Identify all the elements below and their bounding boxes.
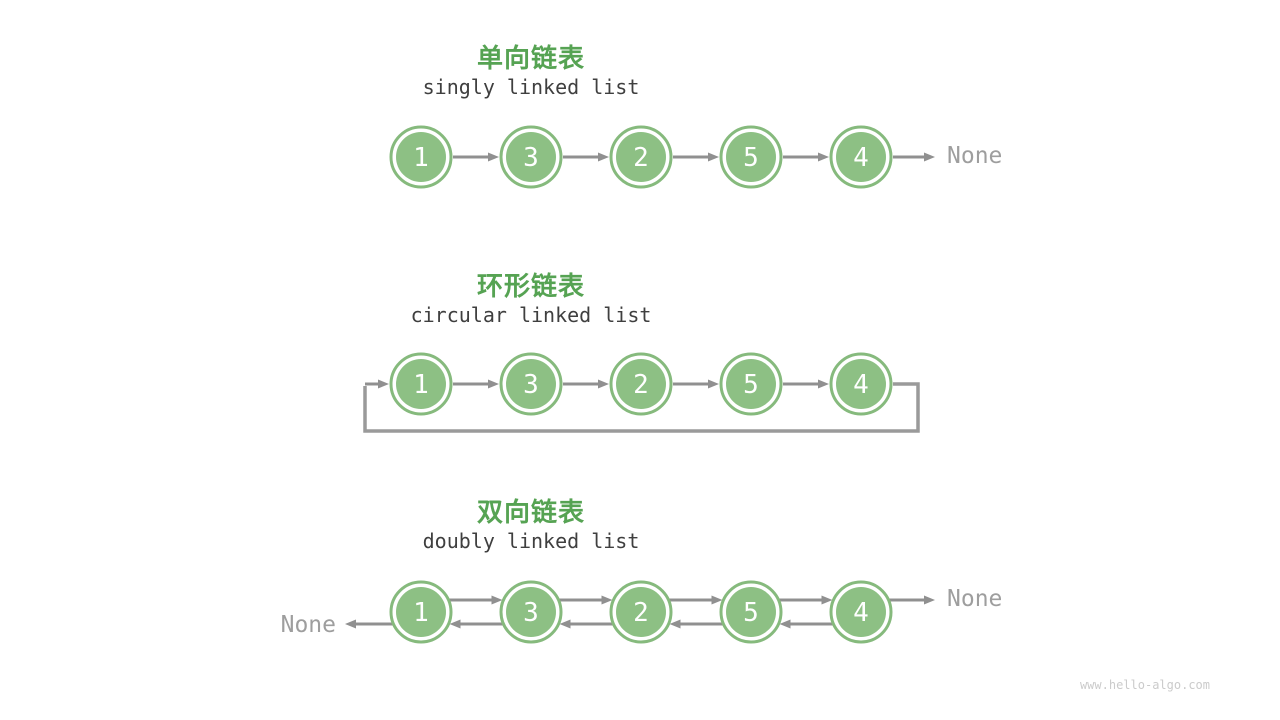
arrow-head (491, 595, 503, 605)
doubly-tail-none-label: None (947, 586, 1003, 612)
node-circle-fill (616, 132, 666, 182)
node-label: 3 (523, 143, 539, 173)
watermark: www.hello-algo.com (1079, 678, 1210, 692)
node-circle-fill (506, 359, 556, 409)
node-circle-fill (836, 132, 886, 182)
arrow-head (818, 379, 829, 389)
arrow-head (559, 619, 571, 629)
node-label: 5 (743, 370, 759, 400)
arrow-head (598, 379, 609, 389)
node-circle-fill (726, 132, 776, 182)
singly-title-en: singly linked list (422, 75, 640, 99)
node-circle-fill (396, 132, 446, 182)
arrow-head (779, 619, 791, 629)
arrow-head (818, 152, 829, 162)
node-label: 2 (633, 370, 649, 400)
node-circle-fill (396, 359, 446, 409)
arrow-head (821, 595, 833, 605)
arrow-head (708, 379, 719, 389)
node-label: 1 (413, 598, 429, 628)
node-label: 4 (853, 598, 869, 628)
doubly-head-none-label: None (280, 612, 336, 638)
singly-title-zh: 单向链表 (476, 43, 585, 73)
node-circle-fill (506, 132, 556, 182)
node-label: 5 (743, 143, 759, 173)
node-label: 2 (633, 143, 649, 173)
node-circle-fill (836, 359, 886, 409)
arrow-head (601, 595, 613, 605)
arrow-head (378, 379, 389, 389)
node-label: 3 (523, 370, 539, 400)
node-circle-fill (726, 587, 776, 637)
arrow-head (449, 619, 461, 629)
node-circle-fill (616, 359, 666, 409)
arrow-head (598, 152, 609, 162)
doubly-title-zh: 双向链表 (476, 497, 585, 527)
node-label: 4 (853, 370, 869, 400)
doubly-title-en: doubly linked list (422, 529, 640, 553)
node-label: 3 (523, 598, 539, 628)
node-circle-fill (616, 587, 666, 637)
arrow-head (488, 379, 499, 389)
node-label: 2 (633, 598, 649, 628)
node-label: 5 (743, 598, 759, 628)
arrow-head (345, 619, 356, 629)
node-circle-fill (836, 587, 886, 637)
arrow-head (924, 595, 935, 605)
arrow-head (711, 595, 723, 605)
node-label: 1 (413, 370, 429, 400)
node-circle-fill (506, 587, 556, 637)
node-circle-fill (726, 359, 776, 409)
arrow-head (669, 619, 681, 629)
circular-title-en: circular linked list (410, 303, 652, 327)
arrow-head (924, 152, 935, 162)
arrow-head (488, 152, 499, 162)
circular-title-zh: 环形链表 (476, 271, 585, 301)
node-label: 4 (853, 143, 869, 173)
loop-path (363, 382, 920, 433)
singly-tail-none-label: None (947, 143, 1003, 169)
node-circle-fill (396, 587, 446, 637)
arrow-head (708, 152, 719, 162)
node-label: 1 (413, 143, 429, 173)
